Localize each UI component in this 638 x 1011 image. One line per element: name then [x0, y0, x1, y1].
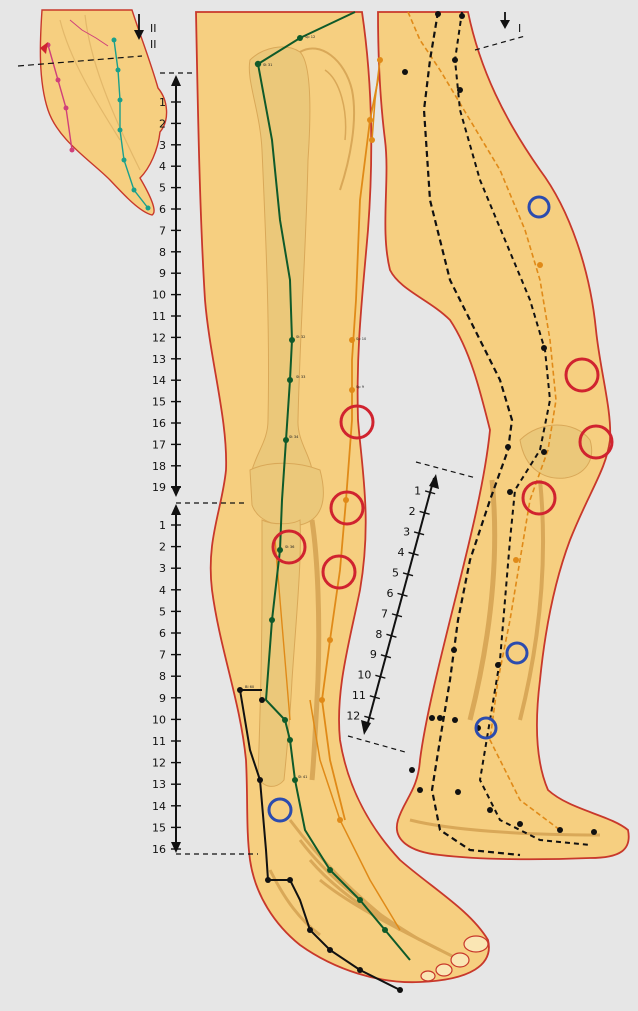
knee-bone	[250, 463, 323, 526]
marker-label: I	[518, 22, 521, 35]
scale-number: 4	[159, 160, 166, 173]
scale-number: 14	[152, 374, 166, 387]
scale-number: 4	[159, 584, 166, 597]
scale-number: 3	[159, 139, 166, 152]
scale-number: 15	[152, 396, 166, 409]
down-arrow-icon	[361, 720, 371, 735]
svg-text:Sp 12: Sp 12	[305, 35, 315, 39]
scale-number: 13	[152, 353, 166, 366]
scale-number: 3	[159, 562, 166, 575]
scale-number: 13	[152, 778, 166, 791]
marker-label: II	[150, 22, 157, 35]
scale-number: 6	[386, 587, 393, 600]
scale-number: 6	[159, 627, 166, 640]
scale-number: 10	[357, 669, 371, 682]
scale-number: 11	[152, 310, 166, 323]
scale-number: 9	[370, 648, 377, 661]
svg-text:St 33: St 33	[296, 375, 305, 379]
scale-number: 10	[152, 713, 166, 726]
scale-number: 1	[159, 96, 166, 109]
scale-number: 11	[152, 735, 166, 748]
scale-number: 18	[152, 460, 166, 473]
scale-number: 10	[152, 289, 166, 302]
marker-label: II	[150, 38, 157, 51]
scale-number: 2	[159, 541, 166, 554]
svg-text:St 36: St 36	[285, 545, 295, 549]
scale-number: 3	[403, 525, 410, 538]
scale-number: 9	[159, 267, 166, 280]
scale-number: 8	[159, 670, 166, 683]
side-leg-illustration	[369, 11, 629, 859]
scale-number: 9	[159, 692, 166, 705]
scale-number: 5	[159, 605, 166, 618]
svg-text:St 41: St 41	[298, 775, 307, 779]
scale-number: 6	[159, 203, 166, 216]
side-leg-outline	[378, 12, 629, 859]
scale-number: 5	[392, 566, 399, 579]
down-arrow-icon	[171, 842, 181, 853]
scale-number: 12	[152, 757, 166, 770]
svg-text:Bl 60: Bl 60	[245, 685, 255, 689]
scale-number: 4	[398, 546, 405, 559]
scale-number: 2	[409, 505, 416, 518]
scale-number: 7	[159, 224, 166, 237]
scale-number: 8	[375, 628, 382, 641]
svg-text:St 32: St 32	[296, 335, 305, 339]
svg-text:St 31: St 31	[263, 63, 272, 67]
scale-number: 12	[346, 710, 360, 723]
up-arrow-icon	[171, 75, 181, 86]
scale-number: 11	[352, 689, 366, 702]
svg-text:Sp 10: Sp 10	[356, 337, 367, 341]
scale-number: 2	[159, 117, 166, 130]
scale-number: 14	[152, 800, 166, 813]
scale-number: 1	[414, 484, 421, 497]
up-arrow-icon	[171, 504, 181, 515]
up-arrow-icon	[429, 474, 439, 489]
down-arrow-icon	[500, 20, 510, 29]
scale-number: 19	[152, 481, 166, 494]
scale-number: 15	[152, 821, 166, 834]
scale-number: 1	[159, 519, 166, 532]
svg-text:St 34: St 34	[289, 435, 299, 439]
scale-number: 12	[152, 331, 166, 344]
scale-number: 16	[152, 843, 166, 856]
scale-number: 17	[152, 438, 166, 451]
scale-number: 7	[159, 649, 166, 662]
scale-number: 5	[159, 182, 166, 195]
scale-number: 16	[152, 417, 166, 430]
scale-number: 7	[381, 607, 388, 620]
scale-number: 8	[159, 246, 166, 259]
hand-illustration	[18, 10, 167, 215]
svg-text:Sp 9: Sp 9	[356, 385, 365, 389]
